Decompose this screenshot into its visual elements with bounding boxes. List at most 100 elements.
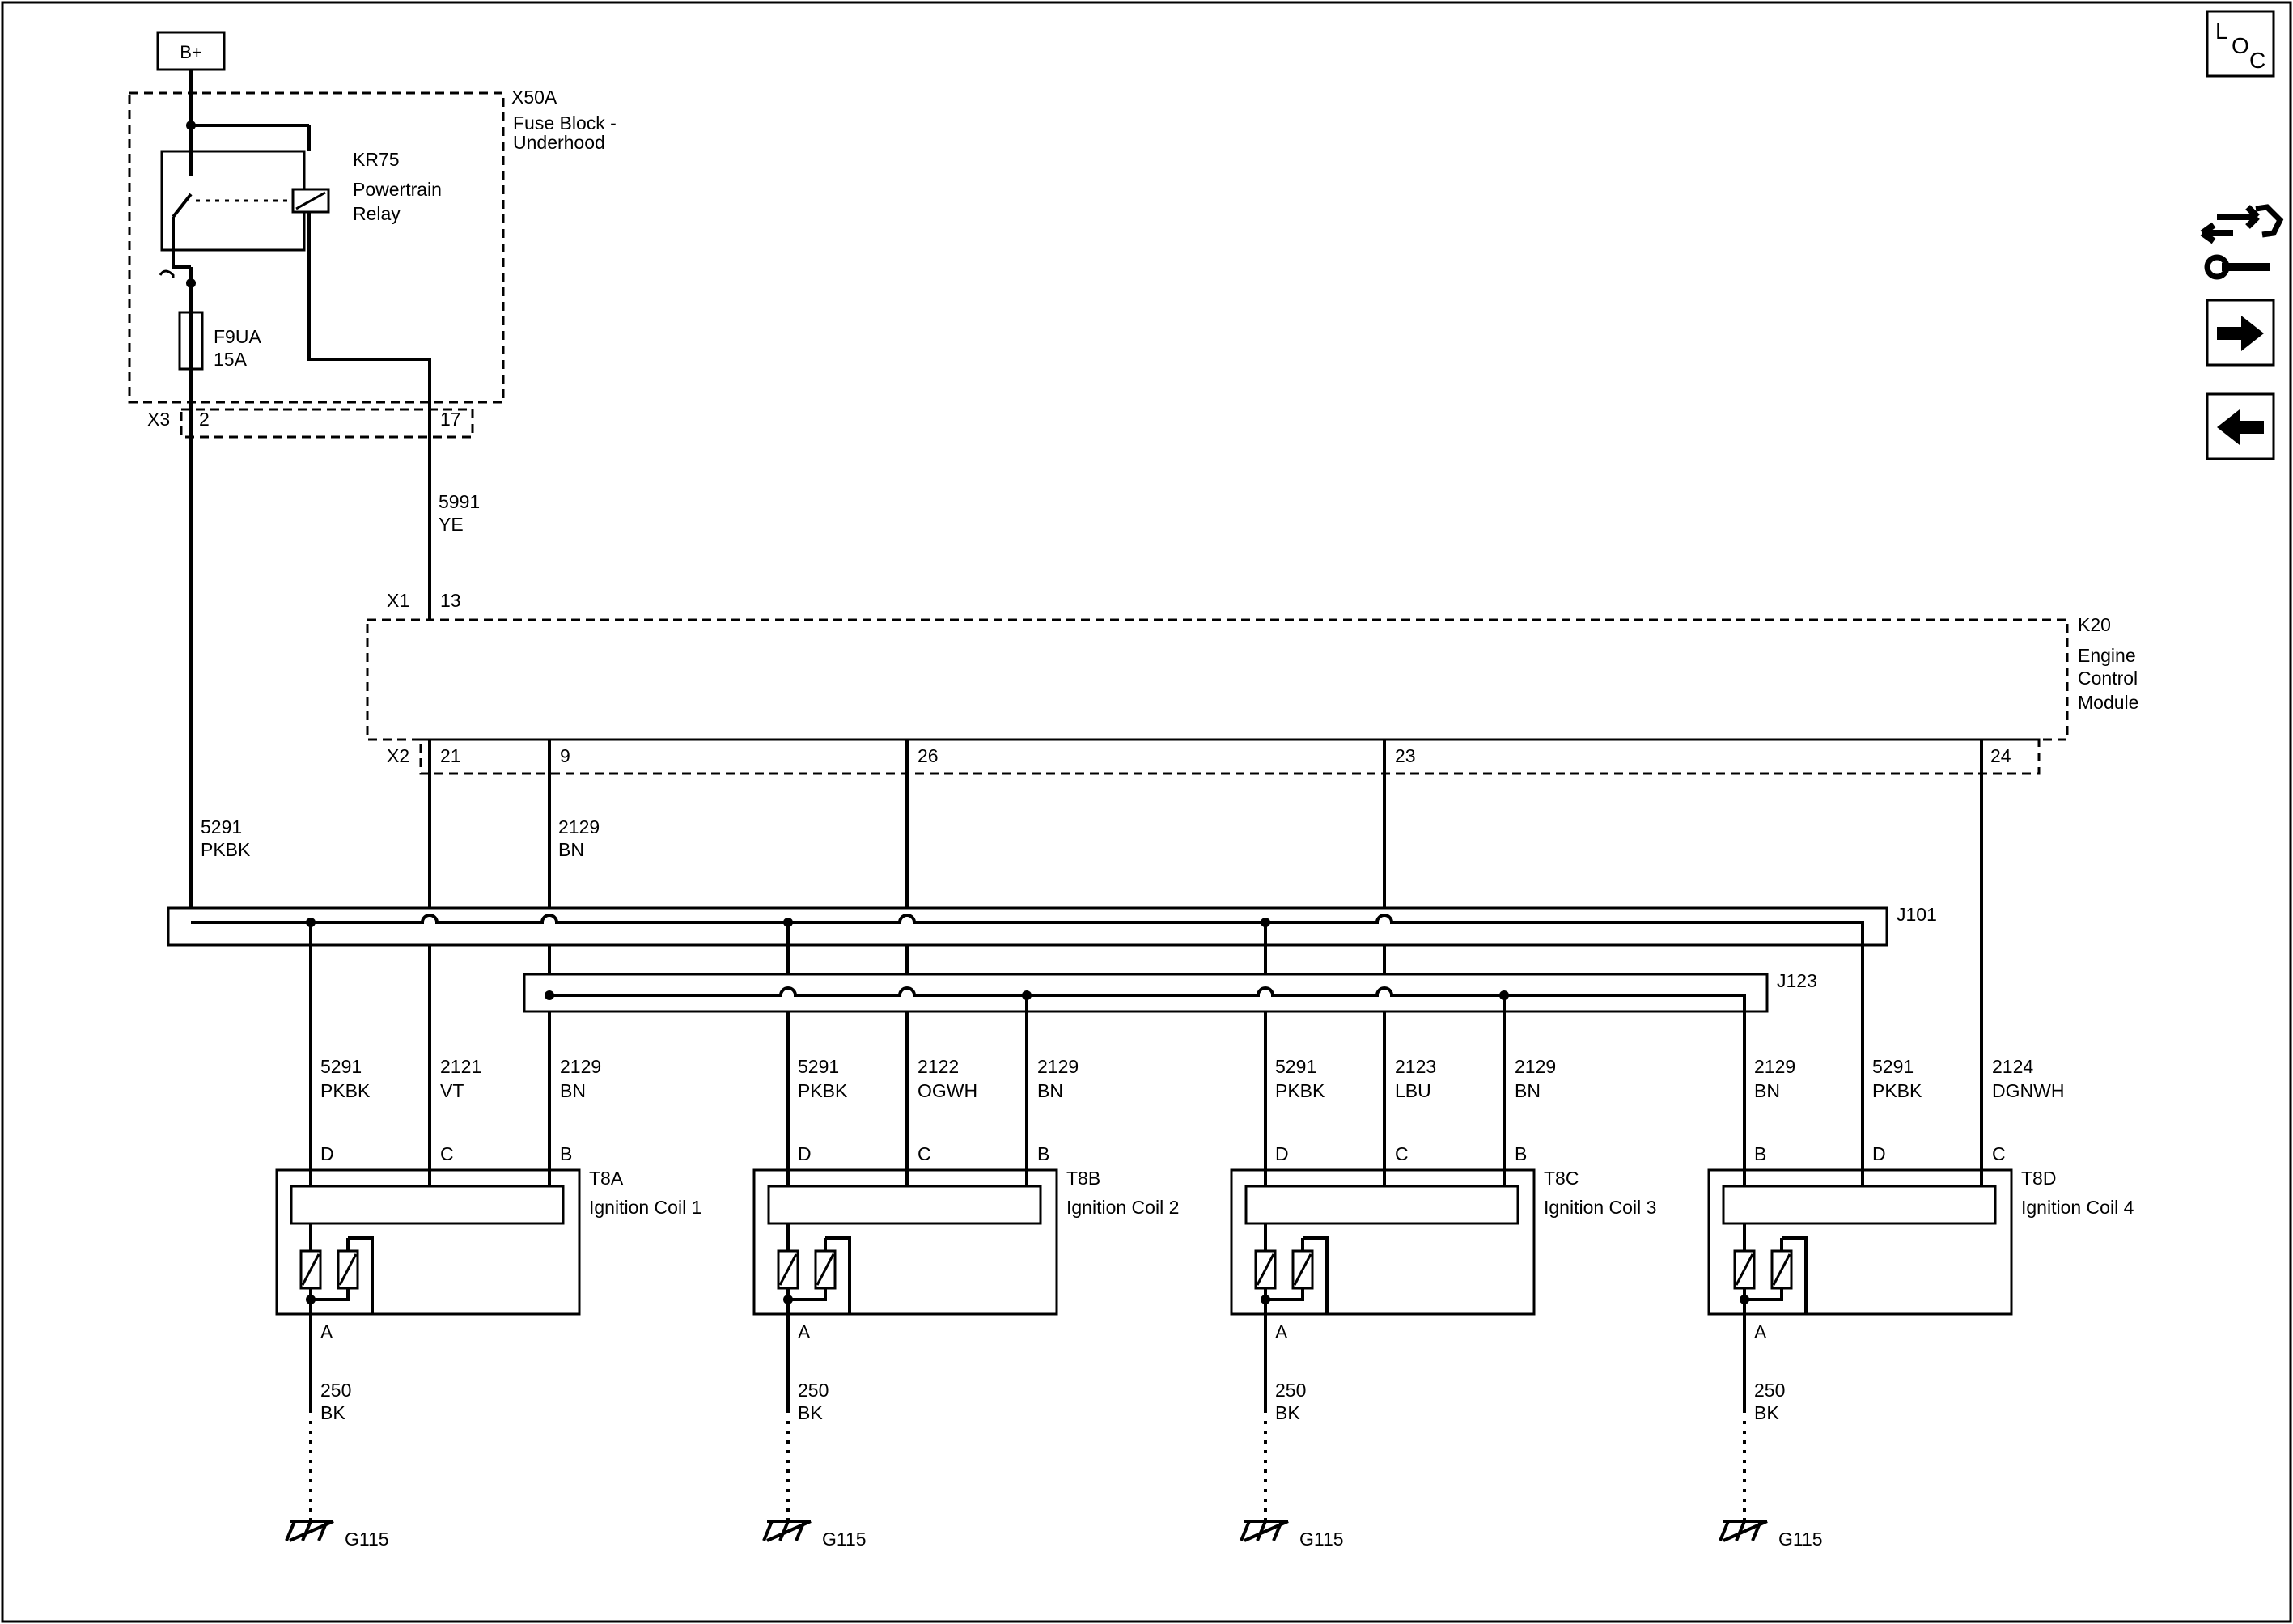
- loc-l: L: [2215, 19, 2228, 44]
- coil3-ground-color: BK: [1275, 1402, 1300, 1423]
- splice-j123-label: J123: [1777, 970, 1817, 991]
- coil3-wire1-circuit: 5291: [1275, 1056, 1316, 1077]
- coil4-pin-a: A: [1754, 1321, 1767, 1342]
- ecm-name-1: Engine: [2078, 645, 2136, 666]
- ignition-coil-2: 5291 PKBK 2122 OGWH 2129 BN D C B T8B Ig…: [752, 1056, 1179, 1550]
- coil3-pin-b: B: [1515, 1143, 1527, 1164]
- ignition-coil-3: 5291 PKBK 2123 LBU 2129 BN D C B T8C Ign…: [1230, 1056, 1656, 1550]
- fuse-block-ref: X50A: [511, 87, 557, 108]
- fuse-rating: 15A: [214, 349, 248, 370]
- coil1-wire2-color: VT: [440, 1080, 464, 1101]
- coil4-ground-circuit: 250: [1754, 1380, 1785, 1401]
- coil3-ground-circuit: 250: [1275, 1380, 1306, 1401]
- coil2-pin-a: A: [798, 1321, 811, 1342]
- service-icon[interactable]: [2200, 204, 2284, 280]
- loc-c: C: [2249, 48, 2265, 73]
- coil2-pin-d: D: [798, 1143, 812, 1164]
- coil1-pin-b: B: [560, 1143, 572, 1164]
- ecm-pin-9: 9: [560, 745, 570, 766]
- ecm-name-3: Module: [2078, 692, 2138, 713]
- coil4-ground-color: BK: [1754, 1402, 1779, 1423]
- coil4-wire3-color: DGNWH: [1992, 1080, 2064, 1101]
- ecm-connector-x2: [419, 738, 2041, 775]
- relay-ref: KR75: [353, 149, 400, 170]
- ground-icon: [762, 1520, 812, 1542]
- fuse-block-name-1: Fuse Block -: [513, 112, 617, 134]
- relay-wire-color: YE: [439, 514, 464, 535]
- coil4-pin-d: D: [1872, 1143, 1886, 1164]
- coil4-wire1-color: BN: [1754, 1080, 1780, 1101]
- coil3-wire1-color: PKBK: [1275, 1080, 1325, 1101]
- coil2-wire2-color: OGWH: [918, 1080, 977, 1101]
- coil1-ground-color: BK: [320, 1402, 345, 1423]
- coil4-wire1-circuit: 2129: [1754, 1056, 1795, 1077]
- arrow-left-icon: [2217, 409, 2264, 445]
- coil2-pin-c: C: [918, 1143, 931, 1164]
- coil1-wire3-circuit: 2129: [560, 1056, 601, 1077]
- splice-j123: [523, 973, 1769, 1013]
- coil1-driver: [290, 1185, 565, 1225]
- coil2-ground-ref: G115: [822, 1529, 867, 1550]
- coil2-wire3-circuit: 2129: [1037, 1056, 1079, 1077]
- ecm-name-2: Control: [2078, 668, 2138, 689]
- ignition-coil-1: 5291 PKBK 2121 VT 2129 BN D C B T8A Igni…: [275, 1056, 701, 1550]
- coil4-pin-c: C: [1992, 1143, 2006, 1164]
- loc-o: O: [2232, 33, 2249, 58]
- coil1-name: Ignition Coil 1: [589, 1197, 701, 1218]
- coil3-pin-d: D: [1275, 1143, 1289, 1164]
- coil2-name: Ignition Coil 2: [1066, 1197, 1179, 1218]
- ecm-ref: K20: [2078, 614, 2111, 635]
- ecm-pin-23: 23: [1395, 745, 1416, 766]
- ecm-pin-top: 13: [440, 590, 461, 611]
- coil2-wire3-color: BN: [1037, 1080, 1063, 1101]
- coil2-ground-color: BK: [798, 1402, 823, 1423]
- ecm-conn-top: X1: [387, 590, 409, 611]
- coil3-wire3-circuit: 2129: [1515, 1056, 1556, 1077]
- fuse-block-pin-relay: 17: [440, 409, 461, 430]
- coil3-ref: T8C: [1544, 1168, 1579, 1189]
- coil4-wire2-color: PKBK: [1872, 1080, 1922, 1101]
- ecm-pin-26: 26: [918, 745, 939, 766]
- ecm-conn-bottom: X2: [387, 745, 409, 766]
- battery-positive-box: [156, 31, 226, 71]
- coil1-wire1-circuit: 5291: [320, 1056, 362, 1077]
- ecm-ground-wire-color: BN: [558, 839, 584, 860]
- relay-box: [160, 150, 306, 252]
- prev-page-button[interactable]: [2206, 392, 2275, 460]
- coil1-ground-circuit: 250: [320, 1380, 351, 1401]
- ecm-ground-wire-circuit: 2129: [558, 816, 600, 837]
- fuse-wire-circuit: 5291: [201, 816, 242, 837]
- relay-name-2: Relay: [353, 203, 401, 224]
- ecm-pin-24: 24: [1990, 745, 2011, 766]
- fuse-block-connector: [180, 408, 474, 439]
- splice-j101-label: J101: [1897, 904, 1937, 925]
- relay-wire-circuit: 5991: [439, 491, 480, 512]
- coil2-wire1-color: PKBK: [798, 1080, 848, 1101]
- coil1-pin-c: C: [440, 1143, 454, 1164]
- fuse-block-connector-ref: X3: [147, 409, 170, 430]
- coil4-driver: [1722, 1185, 1997, 1225]
- coil4-wire3-circuit: 2124: [1992, 1056, 2033, 1077]
- coil1-ground-ref: G115: [345, 1529, 389, 1550]
- coil1-pin-d: D: [320, 1143, 334, 1164]
- coil2-wire1-circuit: 5291: [798, 1056, 839, 1077]
- ground-icon: [1719, 1520, 1768, 1542]
- coil3-wire2-color: LBU: [1395, 1080, 1431, 1101]
- ecm-pin-21: 21: [440, 745, 461, 766]
- coil4-ref: T8D: [2021, 1168, 2056, 1189]
- coil3-wire2-circuit: 2123: [1395, 1056, 1436, 1077]
- coil4-wire2-circuit: 5291: [1872, 1056, 1914, 1077]
- fuse-block-outline: [128, 91, 505, 404]
- coil1-ref: T8A: [589, 1168, 624, 1189]
- fuse-block-name-2: Underhood: [513, 132, 605, 153]
- fuse-junction: [186, 278, 196, 288]
- coil2-ground-circuit: 250: [798, 1380, 829, 1401]
- ground-icon: [285, 1520, 334, 1542]
- coil3-pin-a: A: [1275, 1321, 1288, 1342]
- next-page-button[interactable]: [2206, 299, 2275, 367]
- location-button[interactable]: L O C: [2206, 10, 2275, 78]
- coil3-wire3-color: BN: [1515, 1080, 1541, 1101]
- coil3-pin-c: C: [1395, 1143, 1409, 1164]
